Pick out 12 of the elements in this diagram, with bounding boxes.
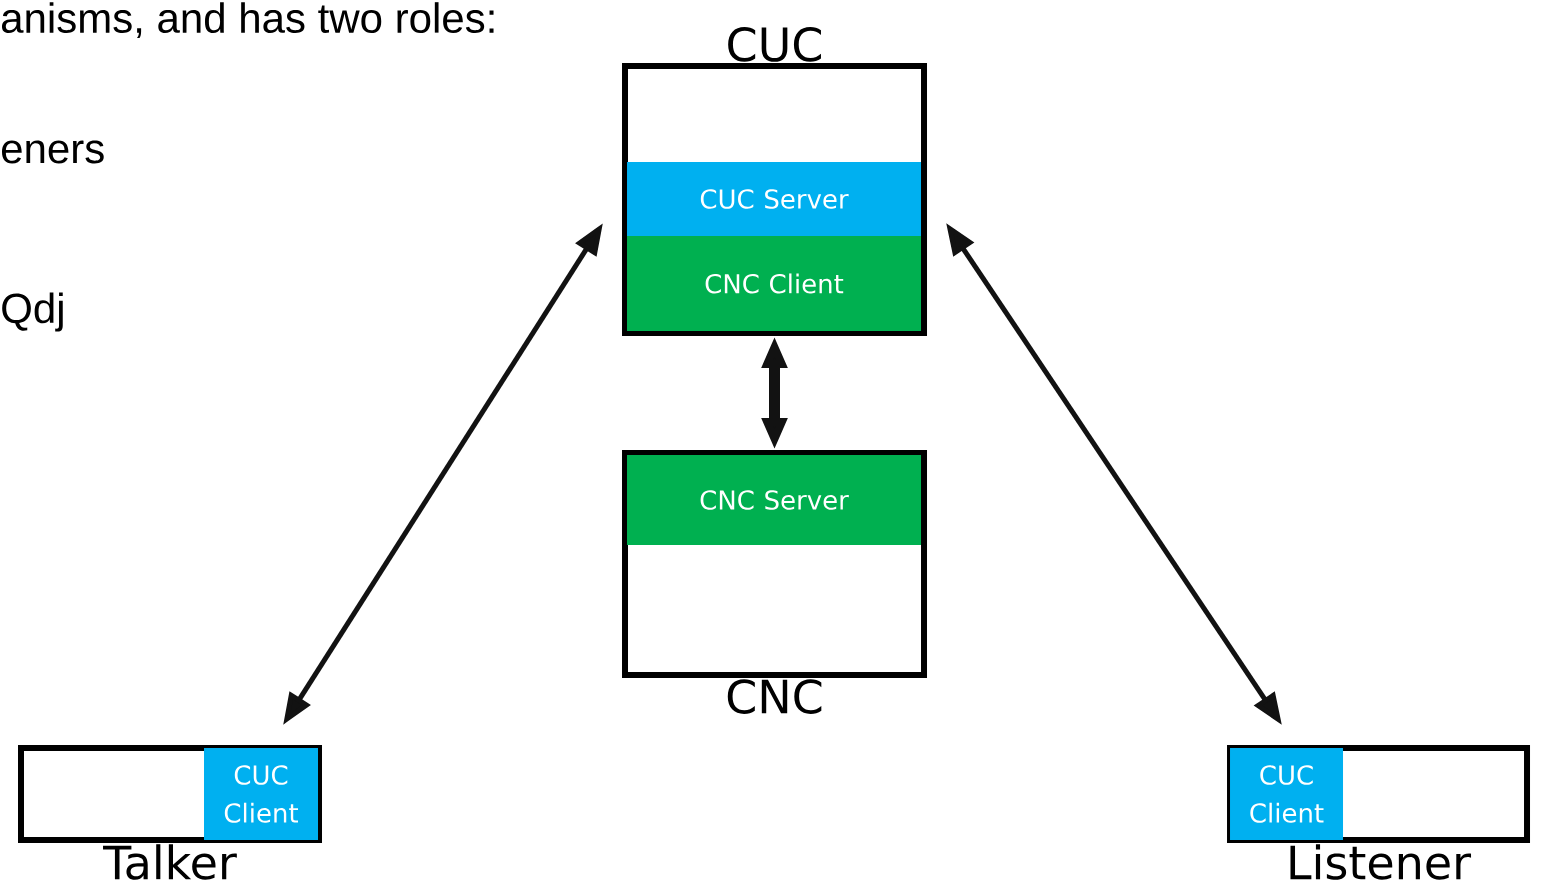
slide-text: eners (2, 140, 104, 164)
role-band: CUC Server (627, 162, 921, 236)
box-heading: Listener (1290, 844, 1472, 880)
role-band: CNC Client (627, 236, 921, 331)
role-band: CNC Server (627, 455, 921, 545)
slide-text: anisms, and has two roles: (2, 2, 494, 38)
box-heading: CUC (728, 27, 821, 62)
box-heading: Talker (103, 844, 237, 880)
box-heading: CNC (727, 679, 822, 714)
role-band: CUC Client (1230, 748, 1343, 840)
role-band: CUC Client (204, 748, 318, 840)
slide-text: Qdj (2, 292, 63, 332)
